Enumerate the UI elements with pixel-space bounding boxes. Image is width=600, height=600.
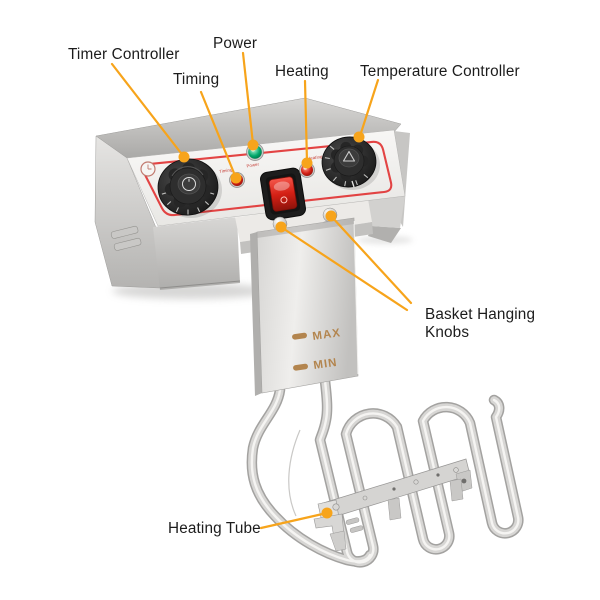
marker-dot-basket-2 (325, 210, 337, 222)
callout-labels: Timer Controller Timing Power Heating Te… (68, 35, 535, 537)
warning-triangle-icon (342, 150, 356, 162)
min-marking: MIN (293, 357, 339, 372)
max-marking: MAX (292, 327, 342, 343)
label-power: Power (213, 35, 257, 52)
marker-dot-basket-1 (275, 221, 287, 233)
plate-top-shade (257, 218, 354, 238)
element-mounting-bracket (313, 458, 473, 552)
panel-heating-text: Heating (307, 154, 324, 161)
marker-dot-temperature (353, 131, 365, 143)
label-basket-hanging-line1: Basket Hanging (425, 306, 535, 323)
bracket-peg-2 (349, 525, 364, 533)
leader-line-temperature (358, 78, 380, 138)
control-box: Timing Power Heating (94, 97, 410, 290)
leader-line-power (241, 51, 255, 146)
leader-line-timing (199, 90, 238, 180)
box-right-underside (368, 226, 401, 243)
plate-right-highlight (353, 220, 359, 375)
hanging-plate: MAX MIN (250, 217, 359, 396)
front-face-bottom-edge (159, 280, 241, 289)
label-timing: Timing (173, 71, 219, 88)
bracket-end-hole (461, 478, 467, 484)
bracket-holes (392, 473, 440, 491)
left-tab-2 (113, 237, 142, 251)
bracket-peg-1 (345, 517, 360, 525)
rocker-switch (260, 167, 306, 221)
leader-dots (178, 131, 365, 519)
label-heating: Heating (275, 63, 329, 80)
label-heating-tube: Heating Tube (168, 520, 261, 537)
heating-element (252, 381, 519, 562)
bracket-clip (329, 530, 347, 552)
panel-logo (140, 161, 156, 177)
leader-line-basket-2 (329, 214, 413, 305)
bracket-screws (332, 467, 459, 511)
temperature-dial-ticks (324, 145, 369, 187)
panel-timing-text: Timing (219, 167, 233, 174)
marker-dot-heating (301, 157, 313, 169)
left-tab-1 (110, 225, 139, 239)
timer-dial-ticks (161, 192, 215, 215)
svg-text:MIN: MIN (313, 357, 339, 372)
bracket-hanger-tab-1 (387, 497, 402, 521)
label-temperature-controller: Temperature Controller (360, 63, 520, 80)
leader-line-heating-tube (259, 511, 329, 530)
capillary-wire (288, 429, 301, 517)
bracket-hanger-tab-2 (449, 478, 464, 502)
front-face-right (368, 196, 405, 228)
control-panel: Timing Power Heating (126, 129, 406, 227)
svg-text:MAX: MAX (312, 327, 342, 343)
marker-dot-heating-tube (321, 507, 333, 519)
label-timer-controller: Timer Controller (68, 46, 179, 63)
heating-tube-serpentine (252, 381, 519, 562)
temperature-knob (321, 136, 380, 190)
marker-dot-timing (230, 172, 242, 184)
marker-dot-power (247, 139, 259, 151)
plate-left-edge (250, 232, 262, 396)
label-basket-hanging-line2: Knobs (425, 324, 469, 341)
marker-dot-timer (178, 151, 190, 163)
front-face-left (153, 217, 240, 290)
leader-lines (110, 51, 413, 530)
leader-line-heating (303, 79, 309, 164)
timer-knob (157, 158, 222, 218)
leader-line-basket-1 (279, 225, 409, 312)
leader-line-timer (110, 62, 186, 159)
panel-power-text: Power (246, 162, 260, 169)
